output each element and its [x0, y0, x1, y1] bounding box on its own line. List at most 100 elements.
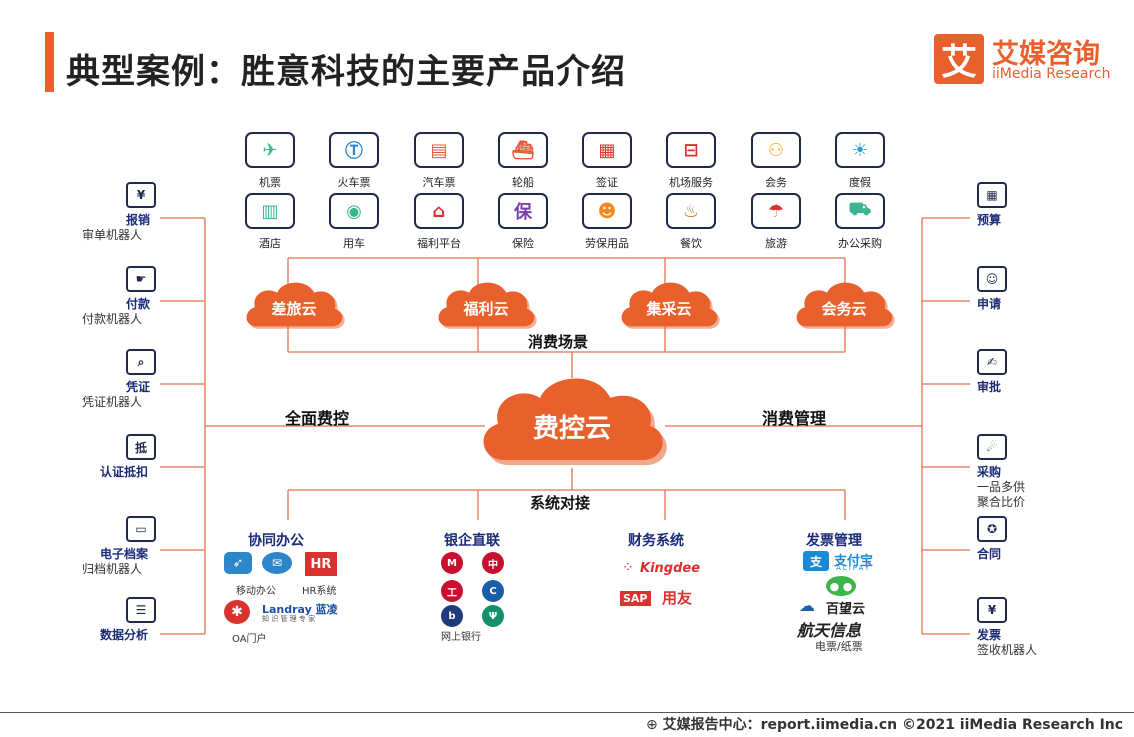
umbrella-icon: ☂ [751, 193, 801, 229]
product-ship: ⛴ 轮船 [483, 132, 563, 190]
product-label: 旅游 [765, 237, 787, 250]
product-shield: 保保险 [483, 193, 563, 251]
product-beach: ☀度假 [820, 132, 900, 190]
center-cloud: 费控云 [474, 368, 670, 470]
hr-badge: HR [305, 552, 337, 576]
bank-caption: 网上银行 [441, 632, 481, 643]
bocom-bank-icon: b [441, 605, 463, 627]
product-label: 保险 [512, 237, 534, 250]
side-sub: 归档机器人 [82, 562, 143, 576]
product-car: ◉用车 [314, 193, 394, 251]
invoice-title: 发票管理 [806, 533, 862, 549]
logo-cn: 艾媒咨询 [992, 39, 1100, 70]
footer-source: ⊕ 艾媒报告中心：report.iimedia.cn ©2021 iiMedia… [646, 714, 1123, 734]
kingdee-logo: Kingdee [640, 561, 701, 576]
left_items-3: 抵认证抵扣 [82, 434, 156, 480]
voucher-search-icon: ⌕ [126, 349, 156, 375]
side-sub: 聚合比价 [977, 495, 1026, 509]
scene-label: 消费场景 [528, 333, 589, 351]
airplane-icon: ✈ [245, 132, 295, 168]
side-name: 采购 [977, 465, 1002, 479]
product-shopping-cart: ⛟办公采购 [820, 193, 900, 251]
product-label: 轮船 [512, 176, 534, 189]
cmb-bank-icon: M [441, 552, 463, 574]
right_items-3: ☄ 采购一品多供聚合比价 [977, 434, 1025, 510]
alipay-en: ALIPAY [836, 564, 872, 572]
right_items-2: ✍ 审批 [977, 349, 1007, 395]
footer-text: 艾媒报告中心：report.iimedia.cn ©2021 iiMedia R… [662, 717, 1124, 733]
globe-icon: ⊕ [646, 717, 658, 733]
hr-caption: HR系统 [302, 586, 337, 597]
product-label: 机票 [259, 176, 281, 189]
system-dock-label: 系统对接 [530, 494, 591, 512]
approval-doc-icon: ✍ [977, 349, 1007, 375]
bank-title: 银企直联 [444, 533, 500, 549]
side-name: 申请 [977, 297, 1002, 311]
baiwang-logo: 百望云 [826, 602, 866, 617]
ship-icon: ⛴ [498, 132, 548, 168]
left_items-2: ⌕凭证凭证机器人 [82, 349, 156, 410]
product-passport: ▦签证 [567, 132, 647, 190]
mobile-office-caption: 移动办公 [236, 586, 276, 597]
center-cloud-label: 费控云 [532, 414, 611, 444]
side-sub: 审单机器人 [82, 228, 143, 242]
contract-icon: ✪ [977, 516, 1007, 542]
alipay-logo: 支付宝 [834, 554, 874, 569]
left_items-4: ▭ 电子档案归档机器人 [82, 516, 156, 577]
side-sub: 签收机器人 [977, 643, 1038, 657]
shopping-cart-icon: ⛟ [835, 193, 885, 229]
product-train: Ⓣ 火车票 [314, 132, 394, 190]
finance-title: 财务系统 [628, 533, 684, 549]
beach-icon: ☀ [835, 132, 885, 168]
product-label: 会务 [765, 176, 787, 189]
landray-logo: Landray 蓝凌 [262, 603, 338, 616]
chat-icon: ✉ [262, 552, 292, 574]
full-control-label: 全面费控 [285, 409, 350, 428]
alipay-icon: 支 [803, 551, 829, 571]
abc-bank-icon: Ψ [482, 605, 504, 627]
page-title: 典型案例：胜意科技的主要产品介绍 [66, 52, 626, 92]
deduction-ticket-icon: 抵 [126, 434, 156, 460]
archive-tray-icon: ▭ [126, 516, 156, 542]
consumption-mgmt-label: 消费管理 [762, 409, 827, 428]
shield-icon: 保 [498, 193, 548, 229]
kingdee-dots-icon: ⁘ [622, 560, 634, 576]
product-hotel: ▥酒店 [230, 193, 310, 251]
product-umbrella: ☂ 旅游 [736, 193, 816, 251]
calculator-icon: ▦ [977, 182, 1007, 208]
logo-mark: 艾 [934, 34, 984, 84]
side-sub: 一品多供 [977, 480, 1026, 494]
side-name: 电子档案 [100, 547, 149, 561]
dining-icon: ♨ [666, 193, 716, 229]
car-icon: ◉ [329, 193, 379, 229]
side-name: 发票 [977, 628, 1002, 642]
logo-en: iiMedia Research [992, 66, 1111, 82]
train-icon: Ⓣ [329, 132, 379, 168]
data-list-icon: ☰ [126, 597, 156, 623]
hotel-icon: ▥ [245, 193, 295, 229]
feather-icon: ➶ [224, 552, 252, 574]
cloud-3: 集采云 [617, 278, 721, 330]
left_items-5: ☰数据分析 [82, 597, 156, 643]
cloud-label: 集采云 [646, 300, 692, 318]
side-name: 审批 [977, 380, 1002, 394]
right_items-0: ▦预算 [977, 182, 1007, 228]
product-airplane: ✈ 机票 [230, 132, 310, 190]
receipt-yen-icon: ¥ [126, 182, 156, 208]
icbc-bank-icon: 工 [441, 580, 463, 602]
product-label: 福利平台 [417, 237, 461, 250]
cart-icon: ⊟ [666, 132, 716, 168]
product-label: 机场服务 [669, 176, 713, 189]
side-name: 凭证 [126, 380, 151, 394]
left_items-0: ¥报销审单机器人 [82, 182, 156, 243]
bus-icon: ▤ [414, 132, 464, 168]
product-label: 火车票 [337, 176, 371, 189]
invoice-yen-icon: ¥ [977, 597, 1007, 623]
payment-hand-icon: ☛ [126, 266, 156, 292]
sap-logo: SAP [620, 591, 651, 606]
purchase-hand-icon: ☄ [977, 434, 1007, 460]
footer-divider [0, 712, 1134, 713]
landray-icon: ✱ [224, 600, 250, 624]
product-label: 签证 [596, 176, 618, 189]
